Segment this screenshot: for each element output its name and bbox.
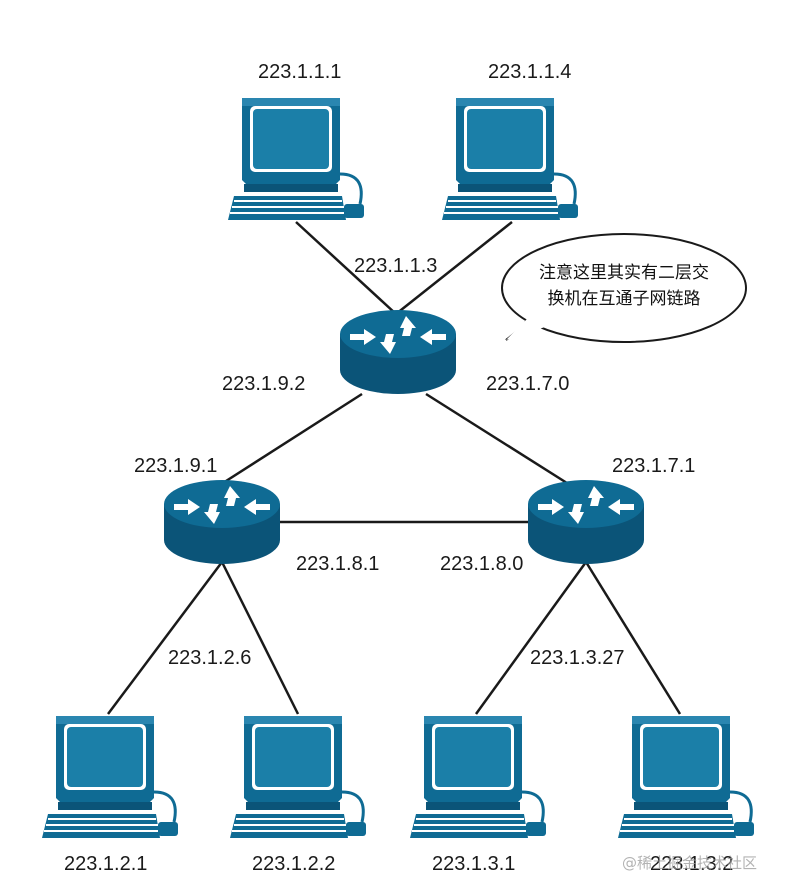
label-host-top-right: 223.1.1.4 [488,61,571,83]
label-host-top-left: 223.1.1.1 [258,61,341,83]
callout-line-1: 注意这里其实有二层交 [539,263,709,283]
label-router-right-top: 223.1.7.1 [612,455,695,477]
link-router-left-host1 [107,561,223,715]
links [107,221,682,715]
computer-icon [228,714,368,840]
label-router-left-top: 223.1.9.1 [134,455,217,477]
label-router-left-down: 223.1.2.6 [168,647,251,669]
link-router-right-host4 [584,561,682,715]
link-router-left-host2 [220,561,300,715]
label-router-left-right: 223.1.8.1 [296,553,379,575]
label-host-bottom-3: 223.1.3.1 [432,853,515,875]
computer-icon [226,96,366,222]
computer-icon [40,714,180,840]
link-host1-router-top [295,221,397,315]
label-router-top-left: 223.1.9.2 [222,373,305,395]
label-router-right-down: 223.1.3.27 [530,647,625,669]
label-router-top-link: 223.1.1.3 [354,255,437,277]
label-router-right-left: 223.1.8.0 [440,553,523,575]
callout-bubble: 注意这里其实有二层交 换机在互通子网链路 [501,233,747,343]
computer-icon [440,96,580,222]
label-host-bottom-1: 223.1.2.1 [64,853,147,875]
callout-line-2: 换机在互通子网链路 [548,289,701,309]
link-router-right-host3 [474,561,588,715]
label-host-bottom-4: 223.1.3.2 [650,853,733,875]
router-icon [340,310,456,394]
watermark: @稀土掘金技术社区 [622,854,757,872]
router-icon [164,480,280,564]
label-host-bottom-2: 223.1.2.2 [252,853,335,875]
router-icon [528,480,644,564]
label-router-top-right: 223.1.7.0 [486,373,569,395]
link-host4-router-top [395,221,513,315]
computer-icon [408,714,548,840]
link-router-top-right [425,392,579,492]
computer-icon [616,714,756,840]
link-router-top-left [211,392,363,492]
